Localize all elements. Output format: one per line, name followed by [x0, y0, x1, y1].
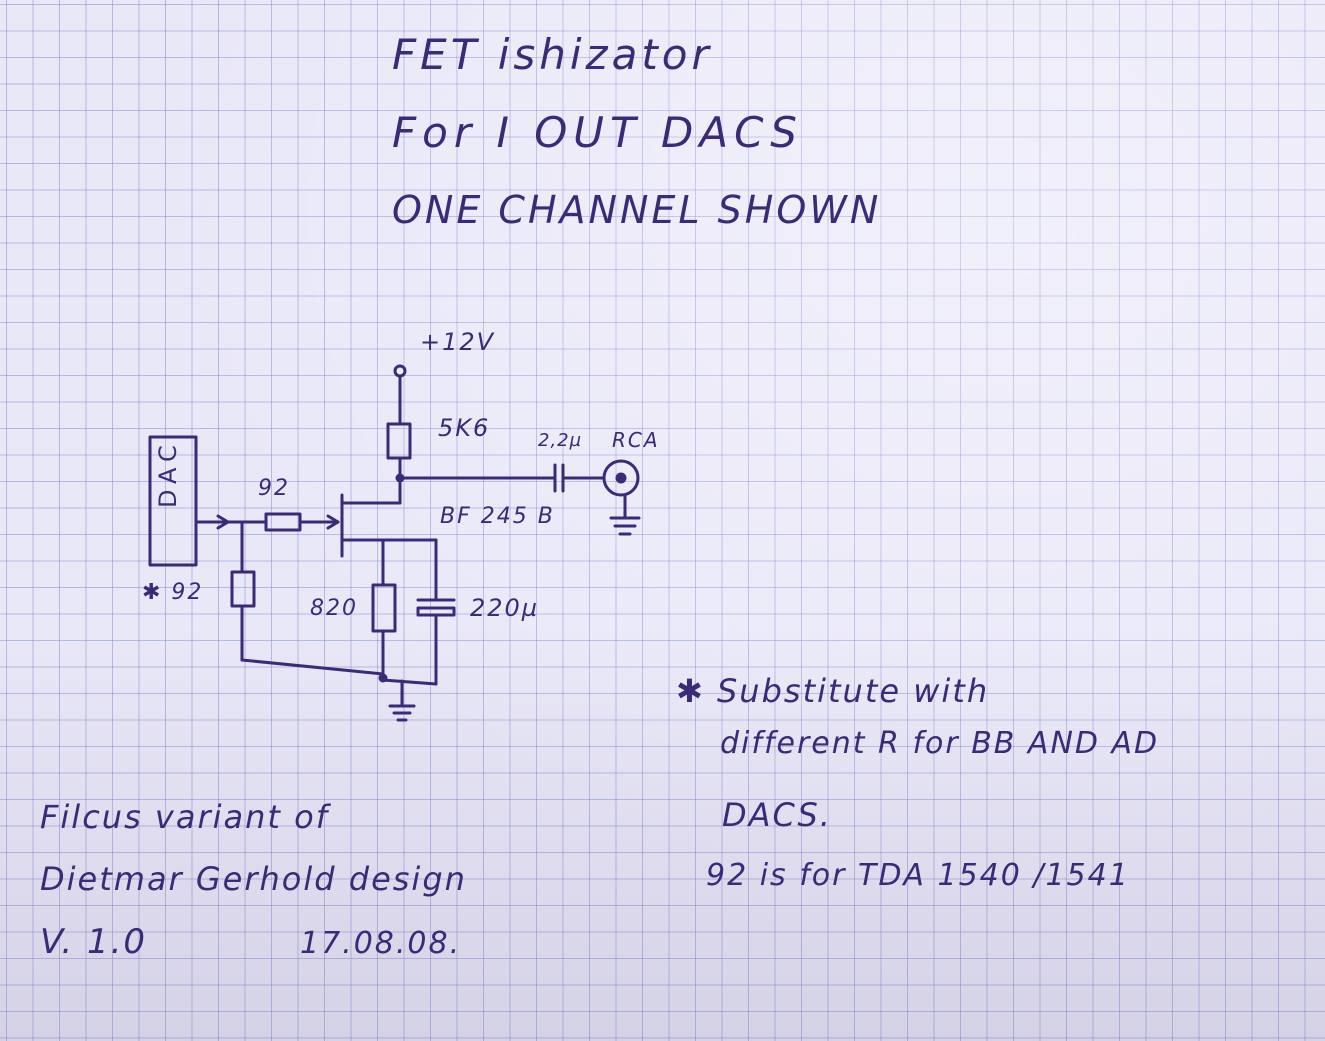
supply-label: +12V: [420, 328, 496, 356]
title-line-1: FET ishizator: [392, 30, 713, 79]
drain-resistor-symbol: [386, 422, 412, 460]
note-line-2: different R for BB AND AD: [720, 726, 1160, 761]
ground-junction: [378, 673, 388, 683]
dac-label: DAC: [154, 439, 182, 508]
ground-return-wire: [240, 658, 385, 676]
source-ground-bus: [381, 678, 438, 686]
credit-line-1: Filcus variant of: [40, 798, 329, 836]
source-resistor-symbol: [371, 583, 397, 633]
version-label: V. 1.0: [40, 922, 148, 962]
title-line-3: ONE CHANNEL SHOWN: [392, 188, 882, 232]
output-cap-label: 2,2µ: [538, 430, 583, 451]
note-line-4: 92 is for TDA 1540 /1541: [706, 858, 1130, 893]
gate-resistor-label: 92: [258, 476, 290, 501]
source-resistor-label: 820: [310, 596, 358, 621]
source-cap-label: 220µ: [470, 594, 540, 622]
rca-label: RCA: [612, 428, 660, 452]
transistor-label: BF 245 B: [440, 504, 555, 529]
dac-block: [148, 435, 198, 567]
shunt-resistor-label: ✱ 92: [142, 580, 204, 605]
shunt-resistor-symbol: [230, 570, 256, 608]
dac-output-arrow: [216, 514, 230, 530]
credit-line-2: Dietmar Gerhold design: [40, 860, 467, 898]
note-line-3: DACS.: [722, 796, 832, 834]
gate-resistor-symbol: [264, 512, 302, 532]
note-line-1: ✱ Substitute with: [676, 672, 990, 710]
rca-connector-outer: [602, 459, 640, 497]
title-line-2: For I OUT DACS: [392, 108, 803, 157]
date-label: 17.08.08.: [300, 926, 462, 961]
drain-resistor-label: 5K6: [438, 414, 491, 442]
rca-connector-pin: [615, 472, 627, 484]
fet-gate-arrow: [326, 514, 340, 530]
